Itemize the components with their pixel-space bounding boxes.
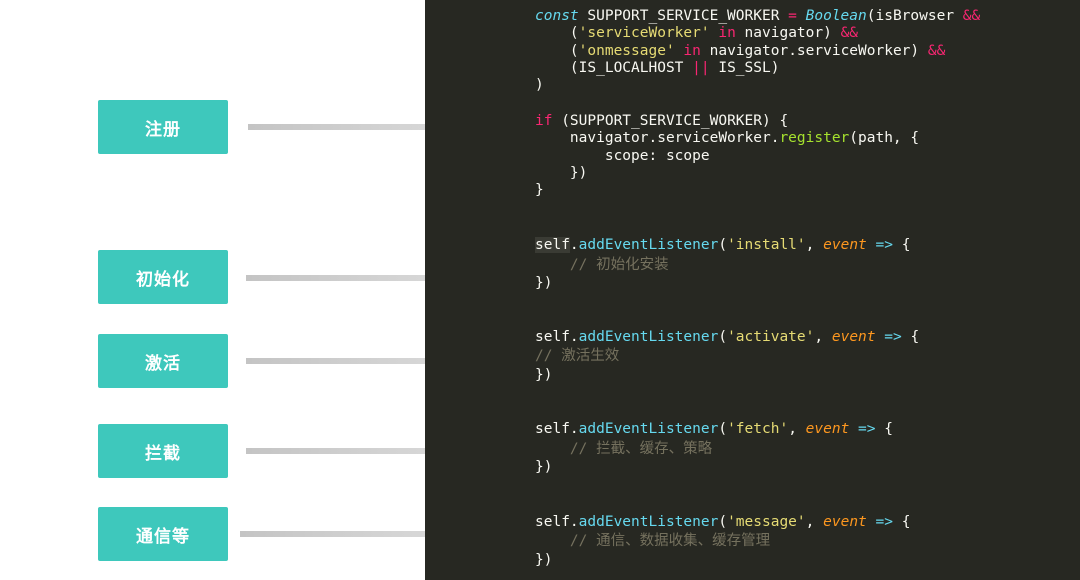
- label-register: 注册: [98, 100, 228, 154]
- label-activate: 激活: [98, 334, 228, 388]
- code-line-close-if: }: [535, 182, 544, 198]
- label-install: 初始化: [98, 250, 228, 304]
- code-line-activate-close: }): [535, 367, 553, 383]
- code-comment-fetch: // 拦截、缓存、策略: [535, 441, 713, 457]
- code-line-install-close: }): [535, 275, 553, 291]
- code-comment-install: // 初始化安装: [535, 257, 669, 273]
- code-line-close-obj: }): [535, 165, 588, 181]
- code-line-if: if (SUPPORT_SERVICE_WORKER) {: [535, 113, 789, 129]
- code-line-install-listener: self.addEventListener('install', event =…: [535, 237, 911, 253]
- code-comment-activate: // 激活生效: [535, 348, 620, 364]
- code-line-fetch-listener: self.addEventListener('fetch', event => …: [535, 421, 893, 437]
- code-line-localhost-check: (IS_LOCALHOST || IS_SSL): [535, 60, 780, 76]
- code-line-const: const SUPPORT_SERVICE_WORKER = Boolean(i…: [535, 8, 981, 24]
- code-line-fetch-close: }): [535, 459, 553, 475]
- code-line-activate-listener: self.addEventListener('activate', event …: [535, 329, 920, 345]
- code-line-message-listener: self.addEventListener('message', event =…: [535, 514, 911, 530]
- code-line-onmessage-check: ('onmessage' in navigator.serviceWorker)…: [535, 43, 946, 59]
- code-line-register: navigator.serviceWorker.register(path, {: [535, 130, 920, 146]
- code-panel: const SUPPORT_SERVICE_WORKER = Boolean(i…: [425, 0, 1080, 580]
- code-line-service-worker-check: ('serviceWorker' in navigator) &&: [535, 25, 859, 41]
- label-message: 通信等: [98, 507, 228, 561]
- code-line-close-paren: ): [535, 77, 544, 93]
- code-comment-message: // 通信、数据收集、缓存管理: [535, 533, 771, 549]
- code-line-message-close: }): [535, 552, 553, 568]
- label-fetch: 拦截: [98, 424, 228, 478]
- code-line-scope: scope: scope: [535, 148, 710, 164]
